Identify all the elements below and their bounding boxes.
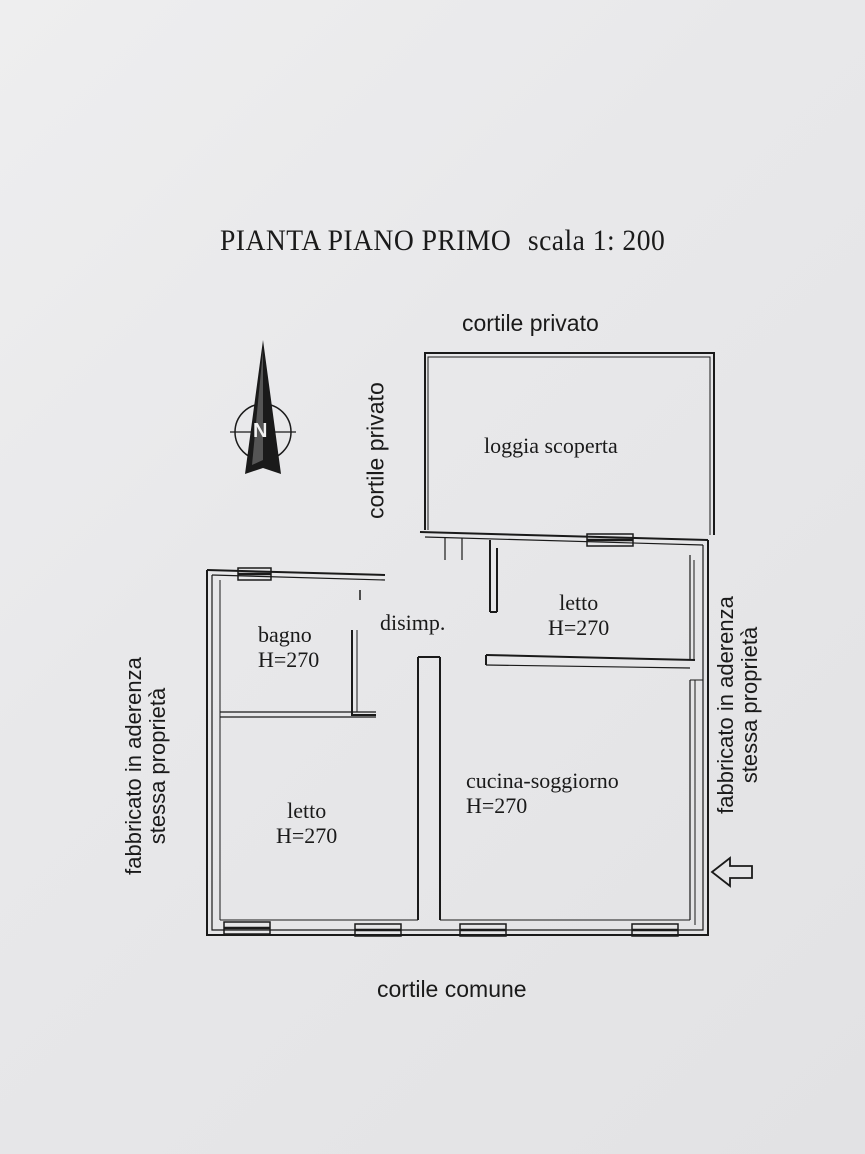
loggia-outline (424, 352, 715, 535)
label-left-building-line2: stessa proprietà (145, 687, 171, 845)
room-bagno: bagno H=270 (258, 622, 319, 673)
room-cucina-height: H=270 (466, 793, 528, 819)
windows (223, 533, 679, 937)
label-cortile-privato-left: cortile privato (362, 382, 389, 520)
plan-title: PIANTA PIANO PRIMO scala 1: 200 (220, 224, 665, 258)
label-cortile-comune: cortile comune (377, 976, 527, 1002)
outer-wall (206, 540, 709, 936)
label-right-building: fabbricato in aderenza stessa proprietà (713, 560, 770, 850)
room-letto-bottom-name: letto (287, 798, 327, 823)
room-letto-top-name: letto (559, 590, 599, 615)
plan-title-text: PIANTA PIANO PRIMO (220, 224, 512, 257)
room-disimpegno-label: disimp. (380, 610, 446, 635)
label-left-building-line1: fabbricato in aderenza (121, 657, 146, 875)
room-letto-top-height: H=270 (548, 615, 610, 641)
label-right-building-line1: fabbricato in aderenza (713, 596, 738, 814)
room-bagno-height: H=270 (258, 647, 320, 673)
entrance-arrow-icon (710, 856, 753, 888)
label-left-building: fabbricato in aderenza stessa proprietà (121, 616, 178, 916)
compass-letter: N (253, 420, 268, 442)
room-cucina: cucina-soggiorno H=270 (466, 768, 619, 819)
bagno-wall (351, 630, 376, 716)
room-letto-bottom-height: H=270 (276, 823, 338, 849)
label-cortile-privato-top: cortile privato (462, 310, 599, 336)
north-arrow-icon (230, 340, 296, 474)
plan-scale: scala 1: 200 (527, 224, 666, 257)
room-loggia-label: loggia scoperta (484, 433, 618, 458)
room-letto-bottom: letto H=270 (276, 798, 337, 849)
label-right-building-line2: stessa proprietà (737, 626, 763, 784)
room-bagno-name: bagno (258, 622, 312, 647)
room-letto-top: letto H=270 (548, 590, 609, 641)
room-cucina-name: cucina-soggiorno (466, 768, 619, 793)
